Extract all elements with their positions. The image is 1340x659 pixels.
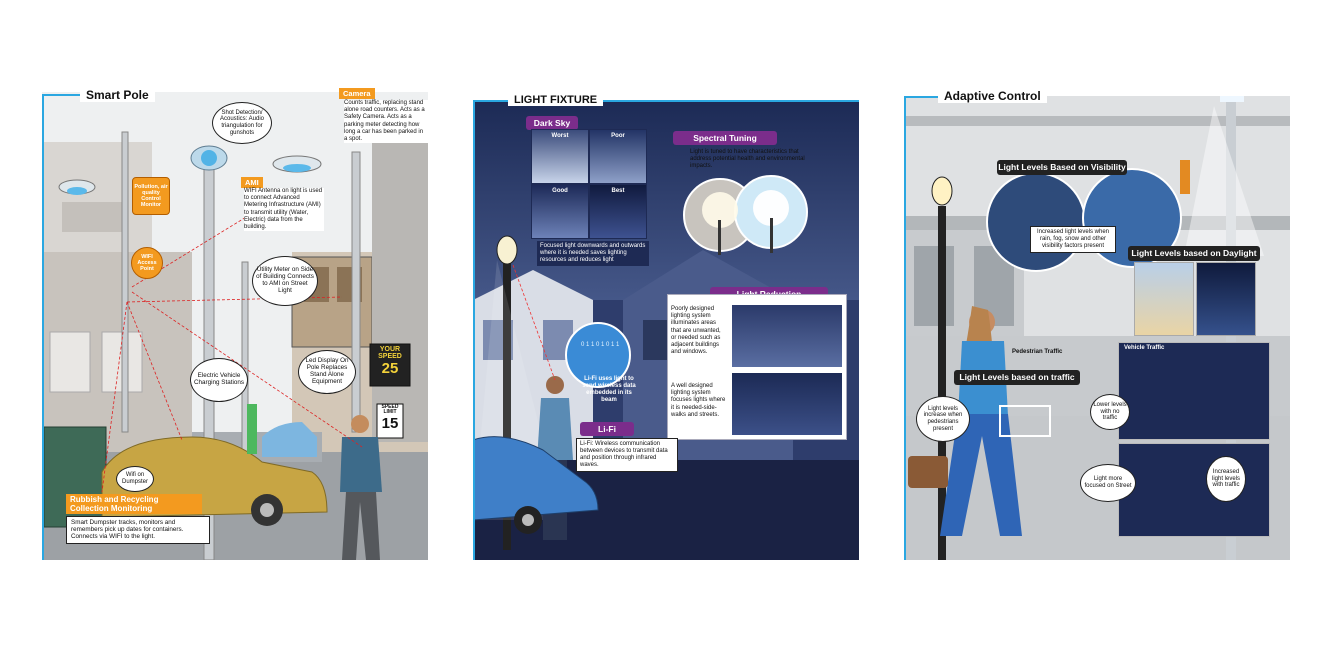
your-speed-sign: YOUR SPEED 25 (372, 346, 408, 376)
daylight-pill: Light Levels based on Daylight (1128, 246, 1260, 261)
ev-charging-bubble: Electric Vehicle Charging Stations (190, 358, 248, 402)
visibility-circle-1 (986, 172, 1086, 272)
pedestrian-traffic-label: Pedestrian Traffic (1012, 349, 1063, 355)
dark-sky-poor: Poor (590, 130, 646, 183)
light-fixture-title: LIGHT FIXTURE (508, 94, 604, 106)
shot-detection-text: Shot Detection/ Acoustics: Audio triangu… (219, 109, 265, 136)
lifi-bubble-text: Li-Fi uses light to send wireless data e… (582, 376, 636, 403)
spectral-tuning-pill: Spectral Tuning (673, 131, 777, 145)
reduction-poor-text: Poorly designed lighting system illumina… (671, 306, 721, 356)
lifi-text: Li-Fi: Wireless communication between de… (576, 438, 678, 472)
smart-pole-illustration (42, 92, 428, 560)
ami-title: AMI (241, 177, 263, 188)
adaptive-frame-left (904, 96, 906, 560)
dark-sky-text: Focused light downwards and outwards whe… (537, 241, 649, 266)
lifi-binary: 0 1 1 0 1 0 1 1 (581, 342, 620, 348)
visibility-text: Increased light levels when rain, fog, s… (1030, 226, 1116, 253)
speed-limit-label-2: LIMIT (383, 409, 397, 416)
dark-sky-worst: Worst (532, 130, 588, 183)
daylight-image-1 (1134, 262, 1194, 336)
best-label: Best (611, 188, 625, 194)
speed-limit-label-1: SPEED (381, 404, 399, 410)
dark-sky-pill: Dark Sky (526, 116, 578, 130)
lower-levels-bubble: Lower levels with no traffic (1090, 394, 1130, 430)
reduction-poor-image (732, 305, 842, 367)
lower-levels-text: Lower levels with no traffic (1093, 402, 1127, 422)
daylight-image-2 (1196, 262, 1256, 336)
smart-pole-frame-left (42, 94, 44, 560)
ami-text: WIFI Antenna on light is used to connect… (244, 188, 324, 232)
dark-sky-best: Best (590, 185, 646, 238)
good-label: Good (552, 188, 568, 194)
increased-traffic-text: Increased light levels with traffic (1211, 469, 1240, 489)
rubbish-text: Smart Dumpster tracks, monitors and reme… (66, 516, 210, 544)
speed-limit-value: 15 (381, 414, 399, 432)
speed-limit-sign: SPEED LIMIT 15 (377, 404, 403, 432)
lifi-pill: Li-Fi (580, 422, 634, 436)
vehicle-traffic-panel-2 (1118, 443, 1270, 537)
pollution-monitor: Pollution, air quality Control Monitor (132, 177, 170, 215)
speed-label: SPEED (378, 353, 402, 361)
speed-value: 25 (381, 359, 399, 377)
more-focused-text: Light more focused on Street (1084, 476, 1132, 489)
light-reduction-panel: Poorly designed lighting system illumina… (667, 294, 847, 440)
wifi-dumpster-bubble: Wifi on Dumpster (116, 466, 154, 492)
utility-meter-bubble: Utility Meter on Side of Building Connec… (252, 256, 318, 306)
visibility-pill: Light Levels Based on Visibility (997, 160, 1127, 175)
light-fixture-frame-top (473, 100, 859, 102)
ped-increase-text: Light levels increase when pedestrians p… (923, 405, 963, 432)
rubbish-title: Rubbish and Recycling Collection Monitor… (66, 494, 202, 515)
adaptive-control-title: Adaptive Control (938, 89, 1047, 103)
led-display-text: Led Display On Pole Replaces Stand Alone… (305, 357, 349, 385)
ev-charging-text: Electric Vehicle Charging Stations (193, 372, 245, 386)
traffic-pill: Light Levels based on traffic (954, 370, 1080, 385)
vehicle-traffic-panel-1 (1118, 342, 1270, 440)
worst-label: Worst (551, 133, 569, 139)
camera-title: Camera (339, 88, 375, 99)
smart-pole-title: Smart Pole (80, 88, 155, 102)
wifi-access-point: WIFI Access Point (131, 247, 163, 279)
shot-detection-bubble: Shot Detection/ Acoustics: Audio triangu… (212, 102, 272, 144)
dark-sky-grid: Worst Poor Good Best (531, 129, 647, 239)
reduction-good-text: A well designed lighting system focuses … (671, 383, 726, 418)
smart-pole-panel (42, 92, 428, 560)
light-fixture-frame-left (473, 100, 475, 560)
pollution-text: Pollution, air quality Control Monitor (134, 183, 168, 209)
your-label: YOUR (379, 346, 401, 353)
increased-traffic-bubble: Increased light levels with traffic (1206, 456, 1246, 502)
led-display-bubble: Led Display On Pole Replaces Stand Alone… (298, 350, 356, 394)
vehicle-traffic-label: Vehicle Traffic (1124, 345, 1165, 351)
spectral-text: Light is tuned to have characteristics t… (690, 149, 805, 170)
more-focused-bubble: Light more focused on Street (1080, 464, 1136, 502)
wifi-dumpster-text: Wifi on Dumpster (121, 472, 148, 485)
wifi-access-text: WIFI Access Point (137, 253, 157, 273)
ped-increase-bubble: Light levels increase when pedestrians p… (916, 396, 970, 442)
utility-meter-text: Utility Meter on Side of Building Connec… (256, 266, 314, 294)
dark-sky-good: Good (532, 185, 588, 238)
poor-label: Poor (611, 133, 625, 139)
camera-text: Counts traffic, replacing stand alone ro… (344, 100, 428, 144)
reduction-good-image (732, 373, 842, 435)
